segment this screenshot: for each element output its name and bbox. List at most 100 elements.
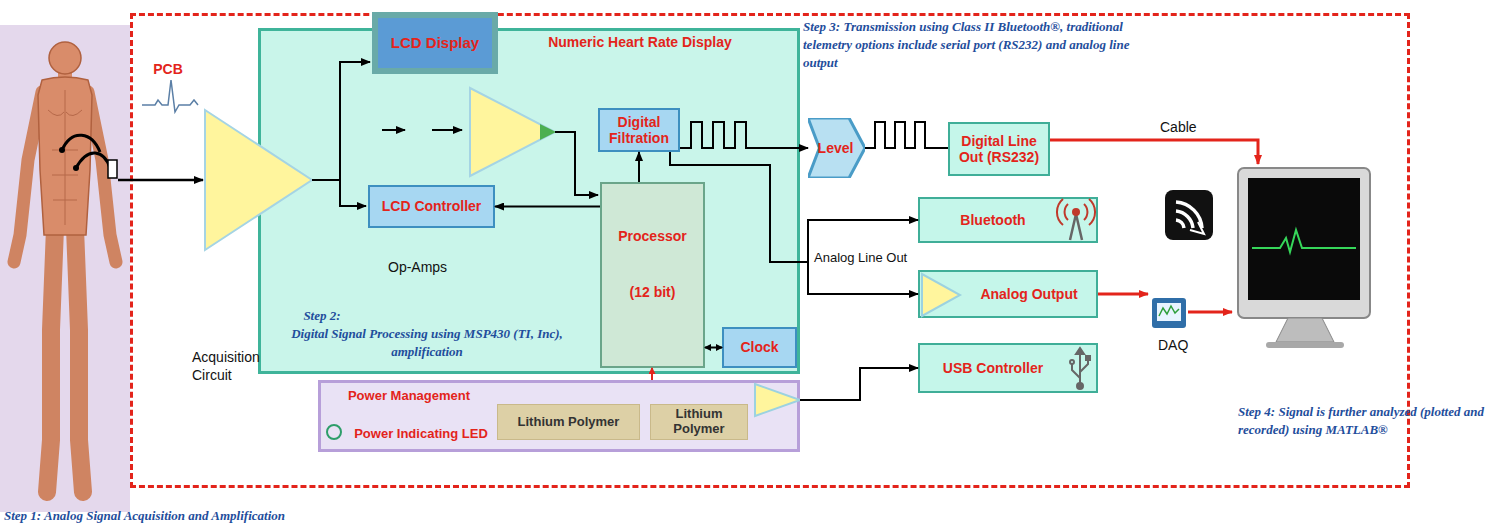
bluetooth-icon [1072, 208, 1080, 216]
note-label: Acquisition Circuit [192, 349, 260, 383]
node-text: (12 bit) [630, 284, 676, 300]
signal-wire [432, 129, 462, 131]
human-figure [66, 110, 82, 116]
bluetooth-icon [1057, 199, 1095, 240]
monitor [1276, 318, 1334, 342]
human-figure [88, 92, 116, 262]
human-figure [49, 42, 81, 74]
monitor [1252, 230, 1356, 252]
human-figure [14, 92, 42, 262]
pcb-outline: PCB Numeric Heart Rate DisplayStep 2: Digi… [130, 13, 1410, 488]
controller-box: LCD Controller [368, 185, 495, 228]
connector [800, 368, 918, 400]
usb-icon [1076, 348, 1084, 354]
cable-wire [1050, 140, 1258, 164]
electrode-leads [73, 165, 79, 171]
note-label: Step 4: Signal is further analyzed (plot… [1238, 404, 1484, 437]
daq-wire [1098, 294, 1232, 312]
note-label: Cable [1160, 119, 1197, 135]
power-led [327, 425, 341, 439]
node-text: USB Controller [943, 360, 1043, 376]
node-text: LCD Display [391, 34, 479, 51]
wireless-icon [1165, 190, 1213, 240]
node-text: Numeric Heart Rate Display [548, 34, 732, 50]
amplifier-symbol [470, 88, 555, 176]
node-text: LCD Controller [382, 198, 482, 214]
note-label: Analog Line Out [814, 250, 907, 265]
usb-icon [1072, 352, 1088, 386]
human-figure [48, 90, 82, 225]
note-label: Step 1: Analog Signal Acquisition and Am… [4, 508, 285, 523]
signal-wire [340, 180, 366, 206]
electrode-leads [62, 135, 100, 152]
text-holder: Power Indicating LED [346, 424, 496, 442]
text-holder: Step 3: Transmission using Class II Blue… [803, 17, 1133, 71]
amplifier-symbol [205, 88, 960, 416]
power-led [327, 425, 341, 439]
ecg-trace [142, 80, 198, 112]
signal-wire [382, 129, 405, 131]
amplifier-symbol [755, 384, 800, 416]
signal-wire [555, 132, 598, 195]
node-text: Clock [740, 339, 778, 355]
signal-wire [312, 179, 340, 181]
human-figure [0, 25, 130, 512]
node-text: PCB [153, 61, 183, 77]
text-holder: Acquisition Circuit [192, 348, 284, 384]
wireless-icon [1176, 202, 1202, 228]
text-holder: Digital Signal Processing using MSP430 (… [262, 324, 592, 360]
text-holder: Step 4: Signal is further analyzed (plot… [1238, 402, 1488, 438]
human-figure [0, 25, 130, 512]
usb-icon [1070, 348, 1090, 389]
node-text: Level [818, 140, 854, 156]
monitor [1266, 342, 1344, 348]
filter-box: Digital Filtration [598, 108, 680, 152]
node-text: Bluetooth [960, 212, 1025, 228]
monitor [1238, 168, 1370, 348]
bluetooth-box: Bluetooth [918, 197, 1098, 243]
bluetooth-icon [1070, 214, 1082, 240]
battery-box: Lithium Polymer [650, 404, 748, 440]
cable-wire [1050, 140, 1258, 164]
connector [680, 122, 808, 148]
processor-box: Processor (12 bit) [600, 182, 705, 368]
connector [705, 347, 722, 349]
human-figure [65, 90, 66, 225]
text-holder: Analog Line Out [814, 248, 920, 266]
connector [651, 368, 653, 380]
usb-icon [1070, 360, 1074, 364]
human-figure [75, 228, 83, 492]
input-wire [118, 180, 203, 181]
text-holder: DAQ [1158, 336, 1198, 354]
usb-icon [1086, 356, 1090, 360]
input-wire [118, 179, 203, 182]
note-label: Step 3: Transmission using Class II Blue… [803, 19, 1129, 70]
daq-icon [1152, 298, 1186, 328]
monitor [1248, 178, 1360, 300]
bluetooth-icon [1057, 199, 1095, 225]
processing-panel: Numeric Heart Rate DisplayStep 2: Digital… [258, 28, 800, 374]
node-text: Step 2: [303, 308, 340, 323]
node-text: Power Indicating LED [354, 426, 488, 441]
usb-box: USB Controller [918, 343, 1098, 393]
note-label: DAQ [1158, 337, 1188, 353]
amplifier-symbol [922, 274, 960, 316]
node-text: Power Management [348, 388, 470, 403]
node-text: Processor [618, 228, 686, 244]
daq-icon [1157, 303, 1181, 321]
node-text: Digital Signal Processing using MSP430 (… [291, 326, 563, 359]
text-holder: Step 2: [262, 306, 382, 324]
daq-wire [1098, 293, 1148, 296]
connector [638, 152, 640, 182]
text-holder: Op-Amps [388, 258, 468, 276]
amplifier-symbol [205, 110, 312, 250]
node-text: Lithium Polymer [518, 415, 620, 430]
power-band: Power ManagementPower Indicating LED Lith… [318, 380, 800, 452]
lcd-display: LCD Display [372, 12, 498, 74]
daq-wire [1188, 311, 1232, 314]
wireless-icon [1165, 190, 1213, 240]
connector [865, 122, 948, 148]
node-text: Lithium Polymer [651, 407, 747, 437]
node-text: Digital Line Out (RS232) [950, 133, 1048, 165]
wireless-icon [1190, 222, 1204, 234]
